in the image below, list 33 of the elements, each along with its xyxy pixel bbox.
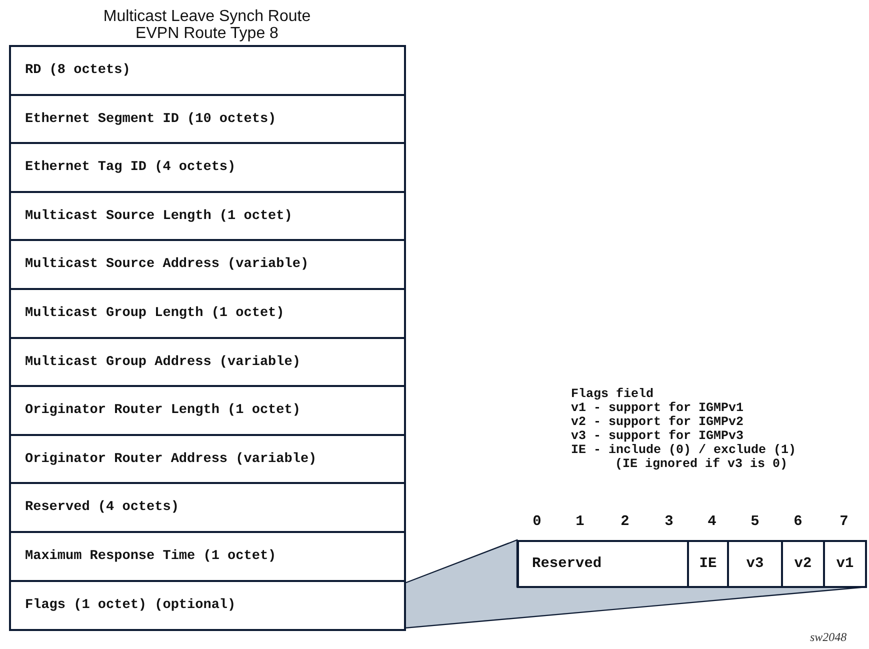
bit-field-cell: v3: [727, 540, 783, 588]
route-field-row: Ethernet Tag ID (4 octets): [9, 142, 406, 193]
route-field-row: Ethernet Segment ID (10 octets): [9, 94, 406, 145]
bit-number: 3: [664, 514, 674, 530]
route-field-row: Multicast Source Address (variable): [9, 239, 406, 290]
route-field-row: Maximum Response Time (1 octet): [9, 531, 406, 582]
figure-id: sw2048: [810, 630, 847, 645]
route-field-row: Multicast Source Length (1 octet): [9, 191, 406, 242]
route-field-row: Reserved (4 octets): [9, 482, 406, 533]
bit-number: 2: [620, 514, 630, 530]
route-field-row: Flags (1 octet) (optional): [9, 580, 406, 631]
route-field-row: Multicast Group Address (variable): [9, 337, 406, 388]
legend-note: IE - include (0) / exclude (1): [571, 443, 796, 457]
bit-field-cell: Reserved: [517, 540, 689, 588]
route-field-row: RD (8 octets): [9, 45, 406, 96]
legend-note: v1 - support for IGMPv1: [571, 401, 744, 415]
bit-number: 5: [750, 514, 760, 530]
bit-field-cell: IE: [687, 540, 729, 588]
legend-note: v3 - support for IGMPv3: [571, 429, 744, 443]
bit-field-cell: v2: [781, 540, 825, 588]
route-field-row: Originator Router Address (variable): [9, 434, 406, 485]
diagram-title: Multicast Leave Synch Route EVPN Route Type 8: [102, 8, 312, 42]
legend-heading: Flags field: [571, 387, 654, 401]
route-field-row: Originator Router Length (1 octet): [9, 385, 406, 436]
legend-note: v2 - support for IGMPv2: [571, 415, 744, 429]
bit-number: 0: [532, 514, 542, 530]
bit-number: 7: [838, 514, 850, 530]
bit-field-cell: v1: [823, 540, 867, 588]
route-field-row: Multicast Group Length (1 octet): [9, 288, 406, 339]
bit-number: 6: [792, 514, 804, 530]
bit-number: 4: [706, 514, 718, 530]
legend-note: (IE ignored if v3 is 0): [615, 457, 788, 471]
bit-number: 1: [574, 514, 586, 530]
